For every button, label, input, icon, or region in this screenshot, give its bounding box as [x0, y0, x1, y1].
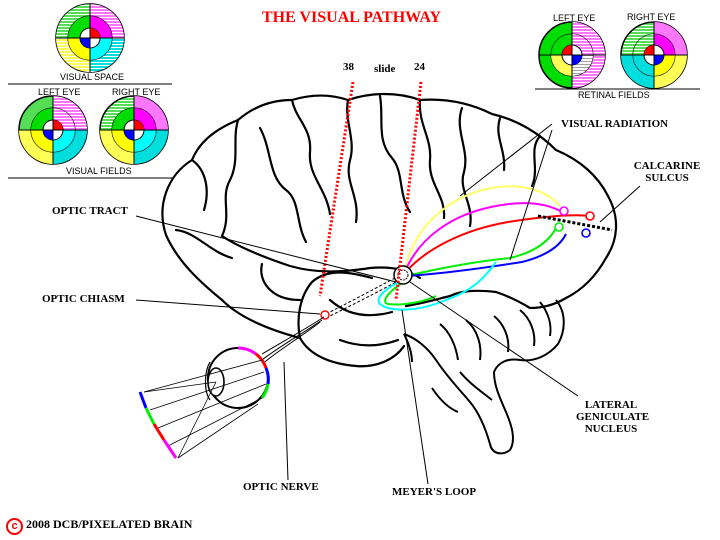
visual-space-label: VISUAL SPACE	[60, 72, 125, 82]
visual-field-left-eye	[18, 95, 88, 165]
calcarine-line1: CALCARINE	[633, 160, 701, 172]
retinal-fields-label: RETINAL FIELDS	[578, 90, 650, 100]
retinal-field-left-eye	[538, 21, 606, 89]
optic-tract	[325, 277, 397, 319]
meyers-loop-label: MEYER'S LOOP	[392, 486, 477, 498]
left-eye-retinal-label: LEFT EYE	[553, 13, 596, 23]
optic-radiations	[377, 185, 591, 311]
red-terminal	[585, 211, 595, 221]
lgn-line1: LATERAL	[584, 399, 638, 411]
copyright-text: 2008 DCB/PIXELATED BRAIN	[26, 517, 193, 531]
blue-terminal	[581, 228, 591, 238]
optic-tract-label: OPTIC TRACT	[52, 205, 128, 217]
right-eye-field-label: RIGHT EYE	[112, 87, 161, 97]
leader-lines	[135, 123, 641, 485]
lgn-line2: GENICULATE	[576, 411, 650, 423]
meyers-loop-cyan	[377, 261, 497, 311]
slide-24-line	[394, 81, 423, 301]
slide-24-label: 24	[414, 61, 425, 73]
optic-chiasm-marker	[320, 310, 330, 320]
left-eye-field-label: LEFT EYE	[38, 87, 81, 97]
lgn-label: LATERAL GENICULATE NUCLEUS	[576, 399, 650, 435]
copyright-icon: c	[6, 518, 23, 535]
retinal-field-right-eye	[620, 21, 688, 89]
optic-nerve	[259, 316, 325, 367]
brainstem-cerebellum	[403, 299, 565, 455]
visual-rays	[143, 359, 267, 459]
lgn-line3: NUCLEUS	[584, 423, 638, 435]
slide-38-label: 38	[343, 61, 354, 73]
visual-radiation-label: VISUAL RADIATION	[561, 118, 669, 130]
right-eye-retinal-label: RIGHT EYE	[627, 12, 676, 22]
radiation-green	[405, 227, 557, 277]
optic-chiasm-label: OPTIC CHIASM	[42, 293, 125, 305]
magenta-terminal	[559, 206, 569, 216]
visual-fields-label: VISUAL FIELDS	[66, 166, 132, 176]
calcarine-line2: SULCUS	[645, 172, 689, 184]
visual-object-bar	[138, 391, 178, 459]
optic-nerve-label: OPTIC NERVE	[243, 481, 319, 493]
radiation-blue	[405, 233, 567, 277]
brain-outline	[161, 92, 618, 368]
radiation-yellow	[403, 185, 561, 275]
calcarine-sulcus-line	[537, 214, 613, 232]
green-terminal	[554, 222, 564, 232]
eye	[204, 346, 270, 409]
visual-field-right-eye	[99, 95, 169, 165]
radiation-magenta	[403, 202, 563, 275]
slide-label: slide	[374, 63, 396, 75]
radiation-red	[403, 214, 591, 275]
page-title: THE VISUAL PATHWAY	[262, 9, 442, 26]
slide-38-line	[318, 81, 355, 297]
radiation-green-lower	[384, 281, 437, 306]
calcarine-sulcus-label: CALCARINE SULCUS	[632, 160, 702, 184]
visual-space-circle	[55, 3, 125, 73]
